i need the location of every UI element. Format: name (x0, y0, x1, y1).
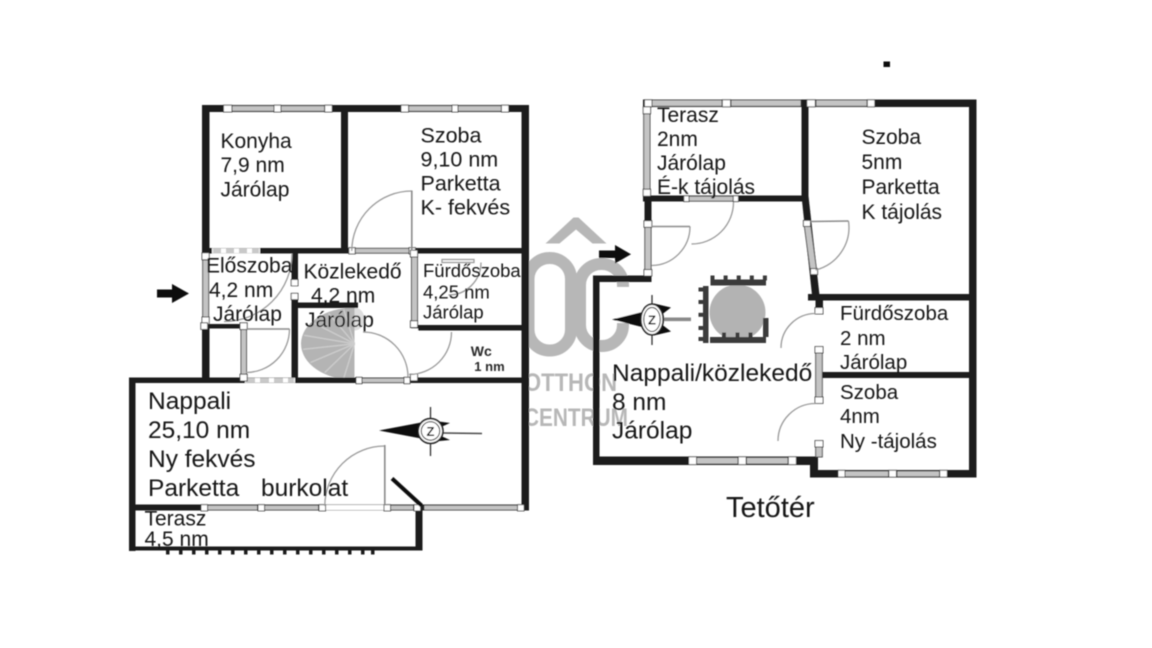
svg-text:OTTHON: OTTHON (524, 369, 617, 397)
svg-text:Járólap: Járólap (657, 152, 726, 175)
svg-text:Járólap: Járólap (423, 302, 484, 323)
svg-text:Parketta: Parketta (862, 176, 941, 199)
svg-text:É-k tájolás: É-k tájolás (657, 176, 755, 199)
svg-text:Közlekedő: Közlekedő (304, 261, 402, 284)
svg-text:Nappali: Nappali (148, 388, 231, 415)
svg-text:K tájolás: K tájolás (862, 201, 943, 224)
svg-text:7,9 nm: 7,9 nm (221, 154, 285, 177)
svg-text:2nm: 2nm (657, 128, 698, 151)
svg-text:4,2 nm: 4,2 nm (209, 279, 273, 302)
svg-text:Z: Z (427, 424, 435, 439)
svg-text:Fürdőszoba: Fürdőszoba (840, 302, 949, 325)
svg-text:Előszoba: Előszoba (206, 255, 293, 278)
svg-text:5nm: 5nm (862, 151, 903, 174)
svg-text:Nappali/közlekedő: Nappali/közlekedő (612, 360, 812, 387)
svg-text:2 nm: 2 nm (840, 327, 886, 350)
svg-text:Járólap: Járólap (213, 303, 282, 326)
svg-text:1 nm: 1 nm (474, 359, 504, 374)
svg-text:Z: Z (648, 313, 656, 328)
svg-text:4,2 nm: 4,2 nm (311, 285, 375, 308)
svg-text:4,5 nm: 4,5 nm (145, 528, 209, 551)
svg-text:25,10 nm: 25,10 nm (148, 417, 250, 444)
svg-text:CENTRUM: CENTRUM (524, 404, 628, 432)
svg-text:Szoba: Szoba (862, 126, 922, 149)
svg-text:Járólap: Járólap (221, 179, 290, 202)
svg-text:Tetőtér: Tetőtér (726, 492, 815, 524)
svg-text:Ny -tájolás: Ny -tájolás (840, 430, 937, 453)
svg-text:Parketta: Parketta (148, 475, 240, 502)
svg-text:Wc: Wc (471, 343, 492, 359)
svg-text:4nm: 4nm (840, 405, 880, 428)
svg-text:Parketta: Parketta (421, 172, 501, 196)
svg-text:Járólap: Járólap (840, 351, 907, 374)
svg-text:Járólap: Járólap (305, 309, 374, 332)
svg-text:Terasz: Terasz (145, 508, 207, 531)
svg-text:8 nm: 8 nm (612, 389, 666, 416)
svg-text:9,10 nm: 9,10 nm (421, 148, 499, 172)
svg-text:Fürdőszoba: Fürdőszoba (423, 260, 521, 281)
svg-text:Járólap: Járólap (612, 418, 692, 445)
svg-text:K- fekvés: K- fekvés (421, 196, 511, 220)
svg-text:Terasz: Terasz (657, 104, 719, 127)
svg-text:Ny fekvés: Ny fekvés (148, 446, 256, 473)
svg-text:Szoba: Szoba (421, 124, 482, 148)
svg-text:Konyha: Konyha (221, 130, 293, 153)
svg-text:Szoba: Szoba (840, 381, 899, 404)
svg-text:4,25 nm: 4,25 nm (423, 282, 490, 303)
svg-text:burkolat: burkolat (261, 475, 348, 502)
